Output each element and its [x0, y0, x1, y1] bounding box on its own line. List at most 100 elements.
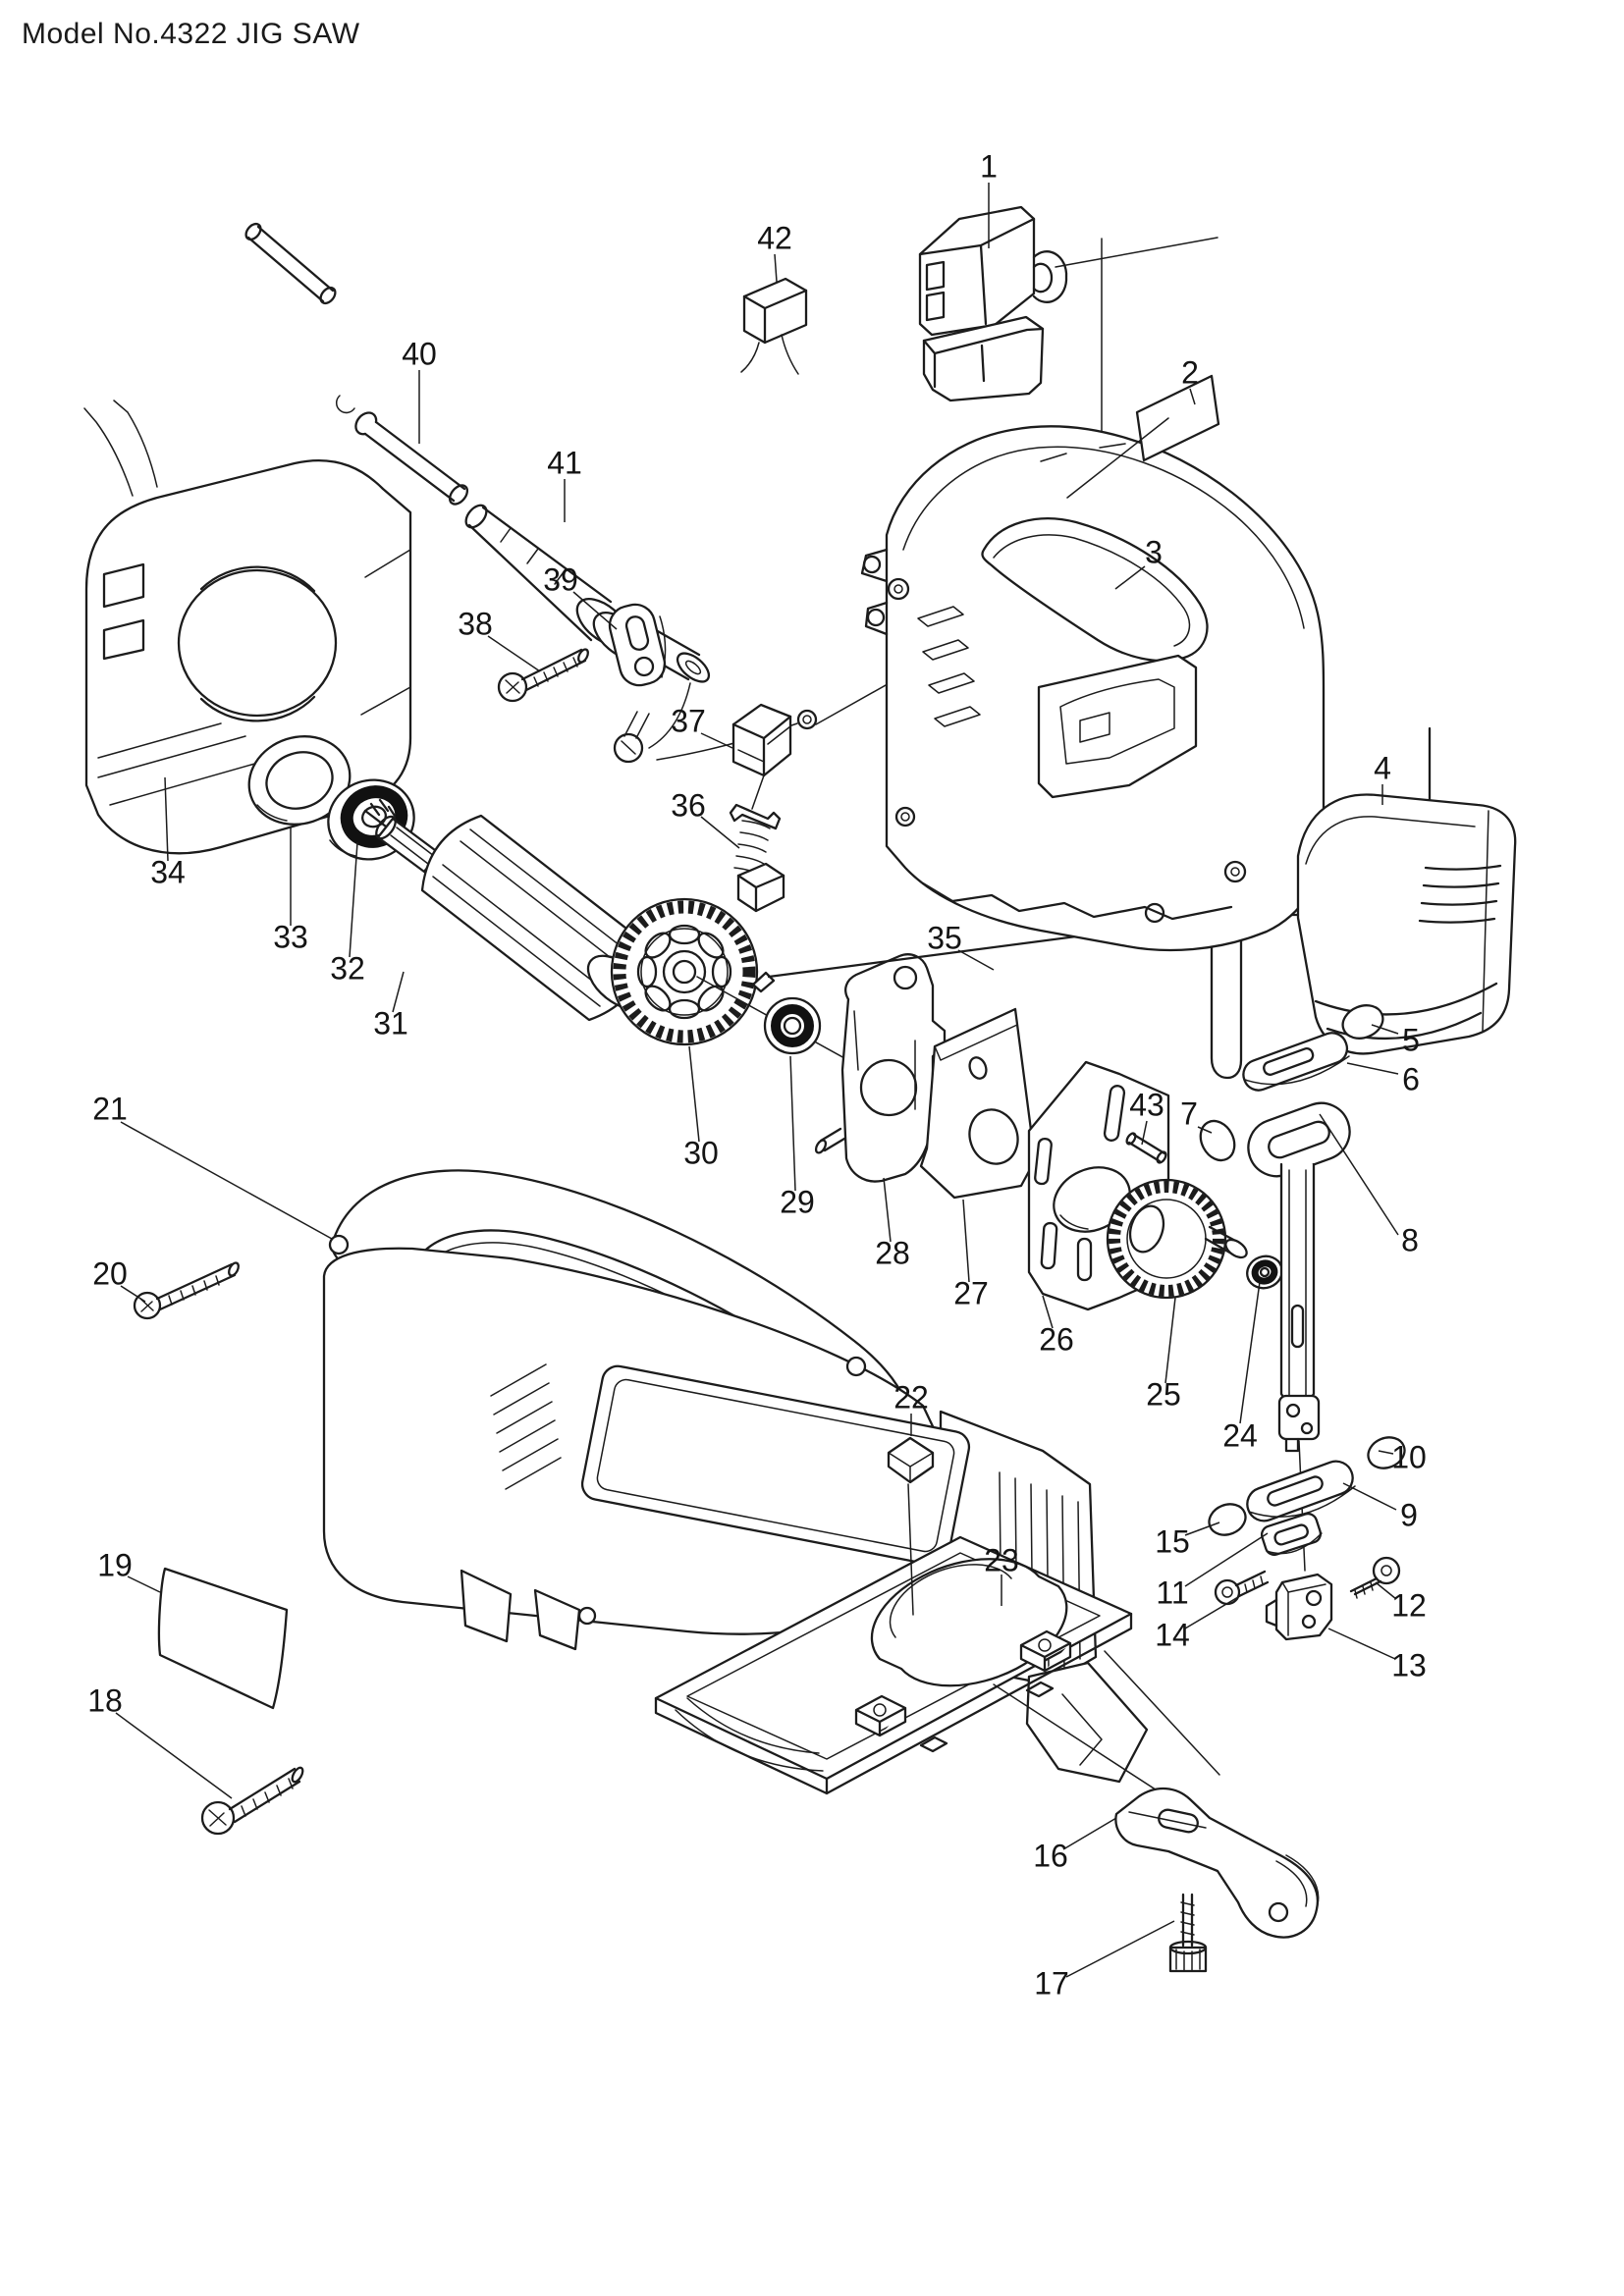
callout-14: 14 — [1155, 1617, 1190, 1652]
leader-line-29 — [789, 1055, 796, 1192]
part-42-capacitor-drawing — [740, 277, 808, 375]
part-5-oring-drawing — [1341, 1004, 1384, 1040]
leader-line-38 — [487, 635, 541, 672]
part-19-label-drawing — [157, 1567, 289, 1710]
part-6-guide-bar-drawing — [1242, 1032, 1350, 1092]
callout-39: 39 — [543, 561, 578, 597]
part-43-pin-drawing — [1125, 1132, 1167, 1164]
callout-16: 16 — [1033, 1838, 1068, 1873]
callout-36: 36 — [671, 787, 706, 823]
leader-line-43 — [1141, 1120, 1148, 1146]
leader-line-14 — [1184, 1593, 1244, 1629]
part-7-oring-drawing — [1199, 1119, 1236, 1162]
part-21-housing-drawing — [322, 1169, 1149, 1784]
callout-30: 30 — [683, 1135, 719, 1170]
callout-29: 29 — [780, 1184, 815, 1219]
leader-line-7 — [1197, 1126, 1213, 1134]
leader-line-12 — [1375, 1581, 1397, 1600]
callout-17: 17 — [1034, 1965, 1069, 2001]
leader-line-20 — [120, 1285, 146, 1303]
callout-9: 9 — [1400, 1497, 1418, 1532]
part-17-screw-drawing — [1168, 1893, 1208, 1973]
leader-line-37 — [700, 732, 733, 749]
leader-line-28 — [883, 1177, 892, 1243]
part-13-clamp-block-drawing — [1265, 1573, 1333, 1641]
leader-line-36 — [700, 816, 740, 849]
leader-line-27 — [962, 1199, 970, 1283]
callout-18: 18 — [87, 1682, 123, 1718]
leader-line-2 — [1189, 388, 1196, 405]
callout-35: 35 — [927, 920, 962, 955]
leader-line-13 — [1327, 1628, 1396, 1660]
leader-line-17 — [1065, 1920, 1175, 1978]
callout-40: 40 — [402, 336, 437, 371]
callout-15: 15 — [1155, 1523, 1190, 1559]
page-title: Model No.4322 JIG SAW — [22, 18, 360, 50]
callout-31: 31 — [373, 1005, 408, 1041]
part-3-housing-drawing — [860, 425, 1326, 952]
part-18-screw-drawing — [200, 1766, 304, 1836]
part-16-roller-lever-drawing — [1114, 1787, 1320, 1939]
leader-line-25 — [1164, 1297, 1176, 1384]
part-15-oring-drawing — [1208, 1503, 1247, 1536]
callout-2: 2 — [1181, 354, 1199, 390]
callout-24: 24 — [1222, 1417, 1258, 1453]
part-37-brush-cap-drawing — [731, 703, 792, 777]
leader-line-39 — [572, 591, 618, 630]
leader-line-10 — [1378, 1450, 1394, 1455]
part-40-tube-drawing — [244, 222, 469, 506]
callout-20: 20 — [92, 1255, 128, 1291]
callout-12: 12 — [1391, 1587, 1427, 1623]
callout-25: 25 — [1146, 1376, 1181, 1412]
part-38-screw-drawing — [497, 648, 589, 703]
leader-line-15 — [1184, 1522, 1220, 1536]
part-27-plate-drawing — [919, 1007, 1037, 1200]
leader-line-19 — [127, 1575, 161, 1593]
callout-8: 8 — [1401, 1222, 1419, 1257]
callout-27: 27 — [953, 1275, 989, 1310]
callout-1: 1 — [980, 148, 998, 184]
leader-line-9 — [1342, 1482, 1397, 1511]
leader-line-21 — [120, 1121, 333, 1240]
callout-5: 5 — [1402, 1022, 1420, 1057]
callout-43: 43 — [1129, 1087, 1164, 1122]
part-9-guide-drawing — [1246, 1460, 1356, 1522]
part-39-cord-clamp-drawing — [608, 603, 667, 687]
callout-33: 33 — [273, 919, 308, 954]
callout-22: 22 — [893, 1379, 929, 1415]
leader-line-24 — [1239, 1281, 1261, 1424]
callout-4: 4 — [1374, 750, 1391, 785]
leader-line-18 — [115, 1712, 233, 1799]
callout-34: 34 — [150, 854, 186, 889]
leader-line-5 — [1371, 1024, 1399, 1035]
leader-line-8 — [1319, 1113, 1399, 1236]
part-11-plate-drawing — [1260, 1512, 1323, 1557]
callout-6: 6 — [1402, 1061, 1420, 1096]
leader-line-42 — [774, 253, 778, 283]
leader-line-32 — [349, 841, 358, 958]
callout-10: 10 — [1391, 1439, 1427, 1474]
callout-38: 38 — [458, 606, 493, 641]
callout-23: 23 — [984, 1542, 1019, 1577]
part-8-slider-drawing — [1247, 1101, 1351, 1572]
leader-line-3 — [1114, 565, 1146, 590]
part-30-gear-drawing — [610, 897, 885, 1081]
part-2-nameplate-drawing — [1066, 374, 1220, 499]
part-14-screw-drawing — [1214, 1570, 1270, 1606]
part-1-switch-drawing — [918, 205, 1218, 531]
part-25-cam-gear-drawing — [1106, 1178, 1248, 1300]
part-29-bearing-drawing — [763, 996, 822, 1055]
callout-42: 42 — [757, 220, 792, 255]
part-22-square-nut-drawing — [887, 1436, 935, 1484]
callout-26: 26 — [1039, 1321, 1074, 1357]
callout-7: 7 — [1180, 1095, 1198, 1131]
callout-37: 37 — [671, 703, 706, 738]
leader-line-34 — [164, 776, 169, 862]
leader-line-16 — [1062, 1817, 1117, 1850]
callout-21: 21 — [92, 1091, 128, 1126]
part-24-roller-drawing — [1246, 1255, 1283, 1290]
part-20-screw-drawing — [133, 1261, 240, 1320]
callout-32: 32 — [330, 950, 365, 986]
